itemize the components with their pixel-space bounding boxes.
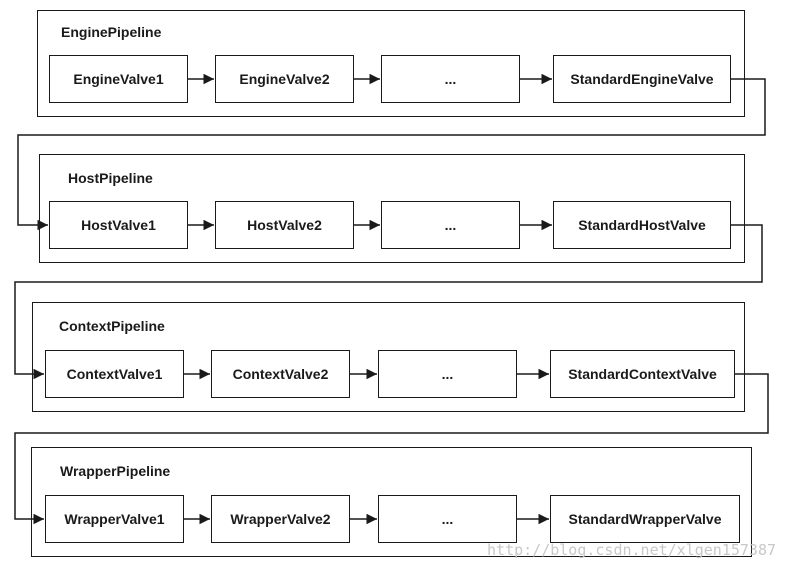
wrapper-valve-1: WrapperValve1 xyxy=(45,495,184,543)
wrapper-pipeline-title: WrapperPipeline xyxy=(60,463,171,479)
context-valve-ellipsis: ... xyxy=(378,350,517,398)
standard-engine-valve: StandardEngineValve xyxy=(553,55,731,103)
context-pipeline-title: ContextPipeline xyxy=(59,318,165,334)
standard-host-valve: StandardHostValve xyxy=(553,201,731,249)
engine-valve-ellipsis: ... xyxy=(381,55,520,103)
wrapper-valve-ellipsis: ... xyxy=(378,495,517,543)
host-valve-2: HostValve2 xyxy=(215,201,354,249)
host-pipeline-title: HostPipeline xyxy=(68,170,153,186)
wrapper-valve-2: WrapperValve2 xyxy=(211,495,350,543)
context-valve-2: ContextValve2 xyxy=(211,350,350,398)
host-valve-ellipsis: ... xyxy=(381,201,520,249)
standard-wrapper-valve: StandardWrapperValve xyxy=(550,495,740,543)
engine-pipeline-title: EnginePipeline xyxy=(61,24,162,40)
standard-context-valve: StandardContextValve xyxy=(550,350,735,398)
watermark-text: http://blog.csdn.net/xlgen157387 xyxy=(487,541,776,559)
engine-valve-1: EngineValve1 xyxy=(49,55,188,103)
engine-valve-2: EngineValve2 xyxy=(215,55,354,103)
context-valve-1: ContextValve1 xyxy=(45,350,184,398)
host-valve-1: HostValve1 xyxy=(49,201,188,249)
